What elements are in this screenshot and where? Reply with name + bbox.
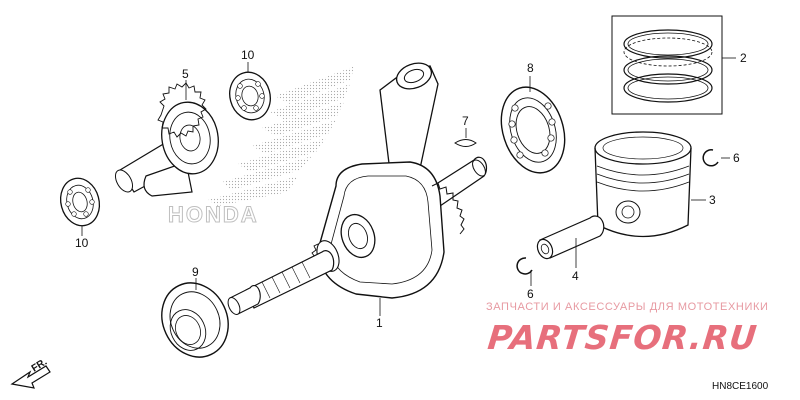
callout-10-lower: 10 bbox=[75, 236, 89, 250]
balancer-shaft bbox=[114, 80, 219, 197]
diagram-code: HN8CE1600 bbox=[712, 381, 769, 392]
callout-2: 2 bbox=[740, 51, 747, 65]
balancer-bearing-upper bbox=[229, 62, 271, 121]
piston-pin-clip-lower bbox=[516, 257, 533, 286]
piston bbox=[594, 131, 706, 238]
watermark-logo: PARTSFOR.RU bbox=[485, 318, 760, 357]
balancer-bearing-lower bbox=[59, 177, 101, 236]
crankshaft-assembly bbox=[227, 62, 488, 316]
watermark-caption: ЗАПЧАСТИ И АКСЕССУАРЫ ДЛЯ МОТОТЕХНИКИ bbox=[486, 301, 769, 313]
callout-1: 1 bbox=[376, 316, 383, 330]
honda-wing-watermark: HONDA bbox=[168, 66, 355, 228]
piston-ring-box bbox=[611, 15, 723, 115]
callout-7: 7 bbox=[462, 114, 469, 128]
piston-pin-clip-upper bbox=[702, 149, 730, 167]
main-bearing-right bbox=[500, 76, 566, 174]
callout-4: 4 bbox=[572, 269, 579, 283]
piston-pin bbox=[536, 215, 605, 268]
callout-9: 9 bbox=[192, 265, 199, 279]
callout-10-upper: 10 bbox=[241, 48, 255, 62]
woodruff-key bbox=[454, 128, 477, 147]
callout-5: 5 bbox=[182, 67, 189, 81]
piston-ring-set bbox=[611, 15, 736, 115]
callout-3: 3 bbox=[709, 193, 716, 207]
honda-wordmark: HONDA bbox=[168, 202, 259, 227]
main-bearing-left bbox=[161, 278, 229, 358]
callout-6-lower: 6 bbox=[527, 287, 534, 301]
callout-6-upper: 6 bbox=[733, 151, 740, 165]
front-direction-arrow: FR. bbox=[10, 357, 51, 389]
callout-8: 8 bbox=[527, 61, 534, 75]
callout-labels: 1 2 3 4 5 6 6 7 8 9 10 10 bbox=[75, 48, 747, 330]
